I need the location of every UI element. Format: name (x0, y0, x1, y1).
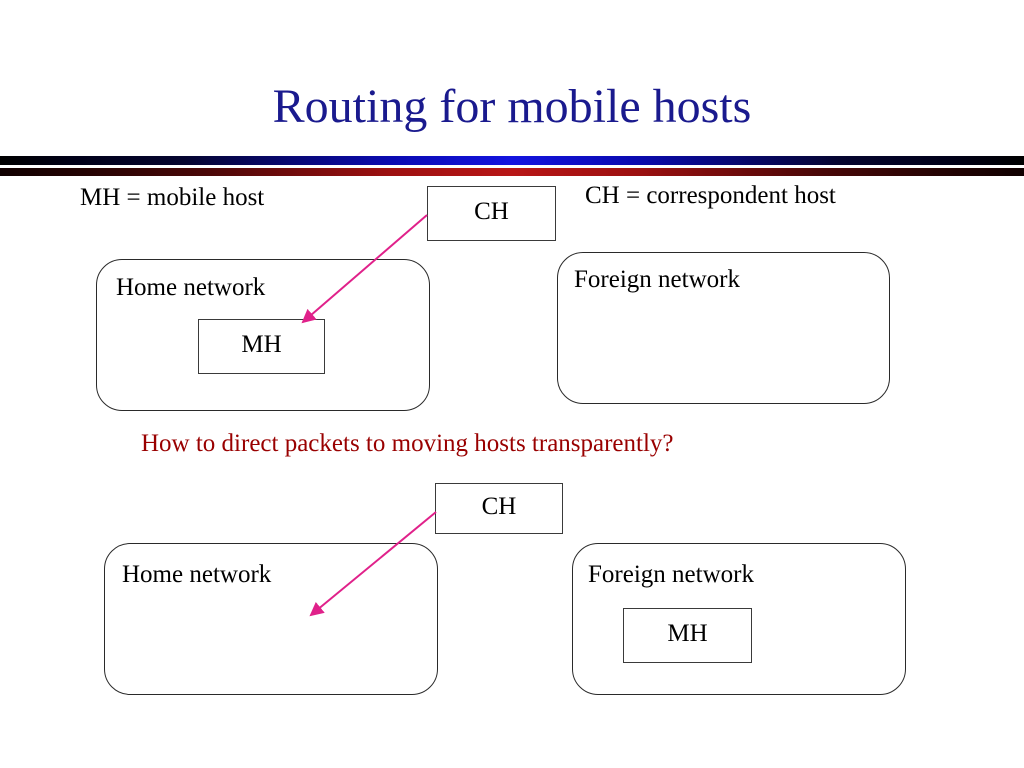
mobile-host-label-top: MH (241, 331, 282, 358)
home-network-label-top: Home network (116, 274, 266, 301)
home-network-box-bottom (104, 543, 438, 695)
mobile-host-box-bottom: MH (623, 608, 752, 663)
mobile-host-label-bottom: MH (667, 620, 708, 647)
home-network-label-bottom: Home network (122, 561, 272, 588)
correspondent-host-box-bottom: CH (435, 483, 563, 534)
divider-bar-blue (0, 156, 1024, 165)
correspondent-host-box-top: CH (427, 186, 556, 241)
foreign-network-label-bottom: Foreign network (588, 561, 754, 588)
legend-ch-definition: CH = correspondent host (585, 182, 836, 209)
question-text: How to direct packets to moving hosts tr… (141, 430, 674, 457)
foreign-network-box-bottom (572, 543, 906, 695)
correspondent-host-label-bottom: CH (481, 493, 517, 520)
divider-bar-red (0, 168, 1024, 176)
legend-mh-definition: MH = mobile host (80, 184, 265, 211)
correspondent-host-label-top: CH (474, 198, 509, 225)
mobile-host-box-top: MH (198, 319, 325, 374)
foreign-network-label-top: Foreign network (574, 266, 740, 293)
foreign-network-box-top (557, 252, 890, 404)
home-network-box-top (96, 259, 430, 411)
page-title: Routing for mobile hosts (272, 80, 752, 133)
